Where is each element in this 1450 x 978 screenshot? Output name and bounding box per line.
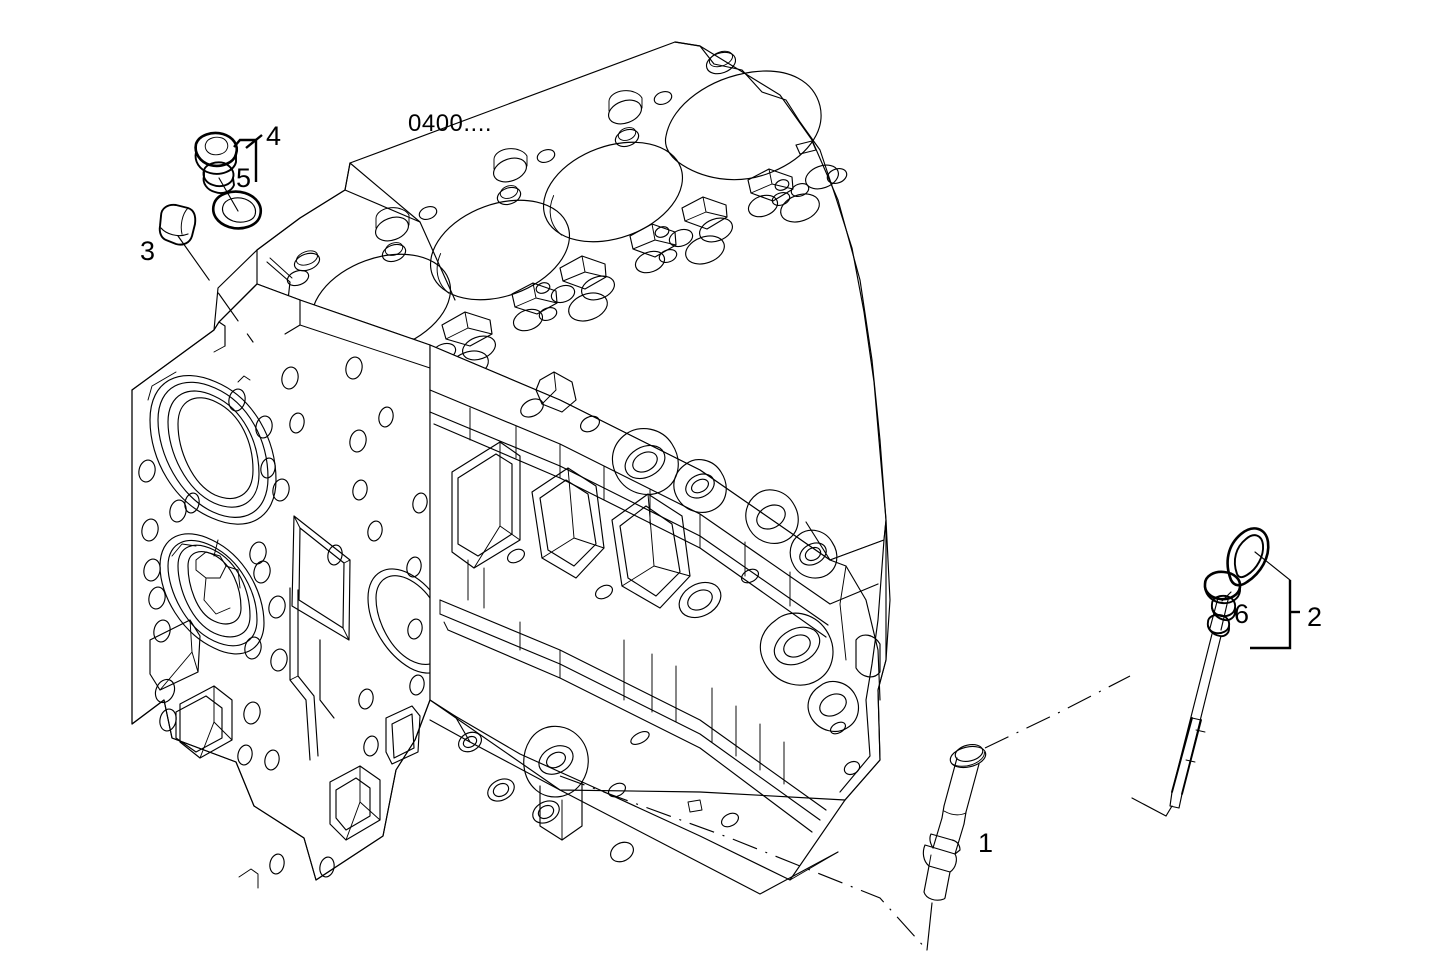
block-front-face xyxy=(131,283,453,889)
callout-3-label: 3 xyxy=(140,236,156,266)
assembly-axis-part-1 xyxy=(559,775,928,951)
assembly-axis-part-1-upper xyxy=(984,675,1131,749)
part-4-oil-filler-cap xyxy=(194,131,239,194)
callout-6-label: 6 xyxy=(1234,599,1250,629)
block-side-face xyxy=(429,344,891,895)
side-face-vents xyxy=(630,634,881,746)
part-3-core-cup-plug xyxy=(158,203,254,343)
part-1-dipstick-guide-tube xyxy=(922,744,987,951)
part-5-filler-seal-ring xyxy=(211,177,263,230)
pan-rail-bosses xyxy=(458,731,861,863)
tappet-bosses-upper xyxy=(520,371,838,579)
engine-block-group xyxy=(131,41,891,895)
side-ports-middle xyxy=(451,441,860,732)
callout-4-bracket xyxy=(233,134,263,182)
dipstick-tube-boss xyxy=(523,725,589,841)
callout-2-bracket xyxy=(1250,580,1300,650)
callout-2-label: 2 xyxy=(1307,602,1323,632)
group-code-label: 0400.... xyxy=(408,110,493,137)
callout-4-label: 4 xyxy=(266,121,282,151)
callout-1-label: 1 xyxy=(978,828,994,858)
part-2-dipstick-assembly xyxy=(1131,527,1291,817)
deck-holes xyxy=(286,50,848,380)
callout-5-label: 5 xyxy=(236,163,252,193)
